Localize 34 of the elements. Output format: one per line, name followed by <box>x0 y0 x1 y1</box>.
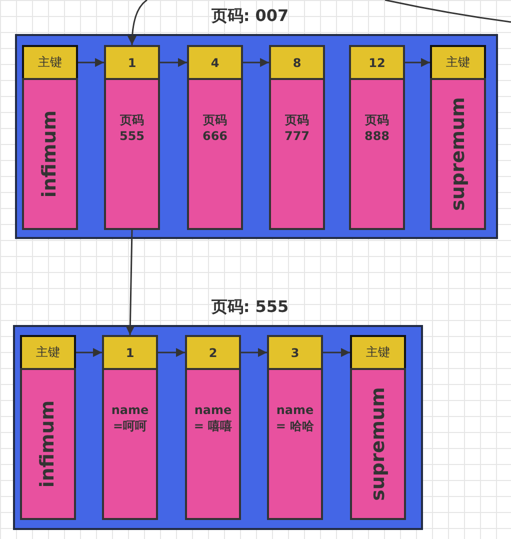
key-box: 3 <box>267 335 323 370</box>
key-box: 主键 <box>350 335 406 370</box>
record-box: name = 哈哈 <box>267 368 323 520</box>
arrow <box>78 58 104 67</box>
record-box: infimum <box>22 78 78 230</box>
arrow <box>241 348 267 357</box>
arrow <box>126 230 135 336</box>
arrow <box>128 0 148 46</box>
arrow <box>158 348 185 357</box>
key-box: 1 <box>104 45 160 80</box>
arrow <box>405 58 430 67</box>
key-box: 8 <box>269 45 325 80</box>
key-box: 主键 <box>22 45 78 80</box>
record-box: supremum <box>350 368 406 520</box>
page-title: 页码: 555 <box>210 297 290 318</box>
page-title: 页码: 007 <box>210 6 290 27</box>
key-box: 2 <box>185 335 241 370</box>
arrow <box>76 348 102 357</box>
arrow <box>323 348 350 357</box>
record-box: 页码 666 <box>187 78 243 230</box>
record-box: supremum <box>430 78 486 230</box>
arrow <box>243 58 269 67</box>
key-box: 12 <box>349 45 405 80</box>
record-box: 页码 777 <box>269 78 325 230</box>
key-box: 1 <box>102 335 158 370</box>
record-box: name = 嘻嘻 <box>185 368 241 520</box>
key-box: 4 <box>187 45 243 80</box>
key-box: 主键 <box>20 335 76 370</box>
key-box: 主键 <box>430 45 486 80</box>
record-box: 页码 555 <box>104 78 160 230</box>
arrow <box>160 58 187 67</box>
record-box: infimum <box>20 368 76 520</box>
record-box: 页码 888 <box>349 78 405 230</box>
record-box: name=呵呵 <box>102 368 158 520</box>
